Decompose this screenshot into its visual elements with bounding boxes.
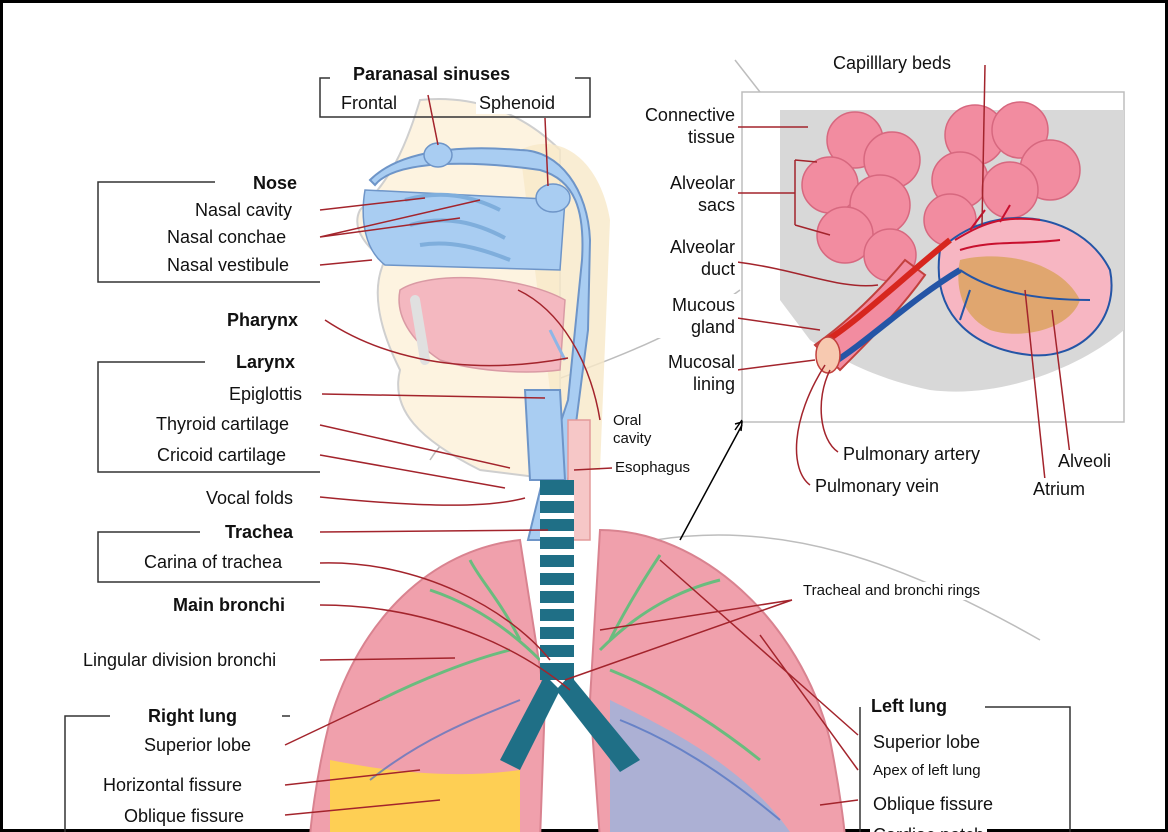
label-epiglottis: Epiglottis [226, 383, 305, 405]
label-mucosal-lining: Mucosal lining [640, 351, 738, 395]
label-capillary-beds: Capilllary beds [830, 52, 954, 74]
label-nose: Nose [250, 172, 300, 194]
label-horizontal-fissure: Horizontal fissure [100, 774, 245, 796]
label-cardiac-notch: Cardiac notch [870, 824, 987, 832]
label-nasal-cavity: Nasal cavity [192, 199, 295, 221]
label-vocal-folds: Vocal folds [203, 487, 296, 509]
label-paranasal-sinuses: Paranasal sinuses [350, 63, 513, 85]
label-alveolar-duct: Alveolar duct [640, 236, 738, 280]
label-apex-of-left-lung: Apex of left lung [870, 762, 984, 780]
label-alveolar-sacs: Alveolar sacs [640, 172, 738, 216]
label-larynx: Larynx [233, 351, 298, 373]
label-tracheal-bronchi-rings: Tracheal and bronchi rings [800, 582, 996, 600]
label-trachea: Trachea [222, 521, 296, 543]
label-carina-of-trachea: Carina of trachea [141, 551, 285, 573]
label-frontal: Frontal [338, 92, 400, 114]
label-oral-cavity: Oral cavity [610, 412, 676, 448]
label-superior-lobe-right: Superior lobe [141, 734, 254, 756]
label-pulmonary-vein: Pulmonary vein [812, 475, 942, 497]
label-connective-tissue: Connective tissue [612, 104, 738, 148]
label-sphenoid: Sphenoid [476, 92, 558, 114]
label-pulmonary-artery: Pulmonary artery [840, 443, 983, 465]
label-atrium: Atrium [1030, 478, 1088, 500]
label-esophagus: Esophagus [612, 459, 693, 477]
label-nasal-conchae: Nasal conchae [164, 226, 289, 248]
label-left-lung: Left lung [868, 695, 950, 717]
label-right-lung: Right lung [145, 705, 240, 727]
label-thyroid-cartilage: Thyroid cartilage [153, 413, 292, 435]
oral-cavity [399, 278, 565, 372]
label-oblique-fissure-right: Oblique fissure [121, 805, 247, 827]
label-lingular-division-bronchi: Lingular division bronchi [80, 649, 279, 671]
label-cricoid-cartilage: Cricoid cartilage [154, 444, 289, 466]
label-nasal-vestibule: Nasal vestibule [164, 254, 292, 276]
label-alveoli: Alveoli [1055, 450, 1114, 472]
alveoli-inset [680, 92, 1124, 540]
label-pharynx: Pharynx [224, 309, 301, 331]
label-oblique-fissure-left: Oblique fissure [870, 793, 996, 815]
label-main-bronchi: Main bronchi [170, 594, 288, 616]
label-superior-lobe-left: Superior lobe [870, 731, 983, 753]
lungs [310, 530, 845, 832]
label-mucous-gland: Mucous gland [640, 294, 738, 338]
